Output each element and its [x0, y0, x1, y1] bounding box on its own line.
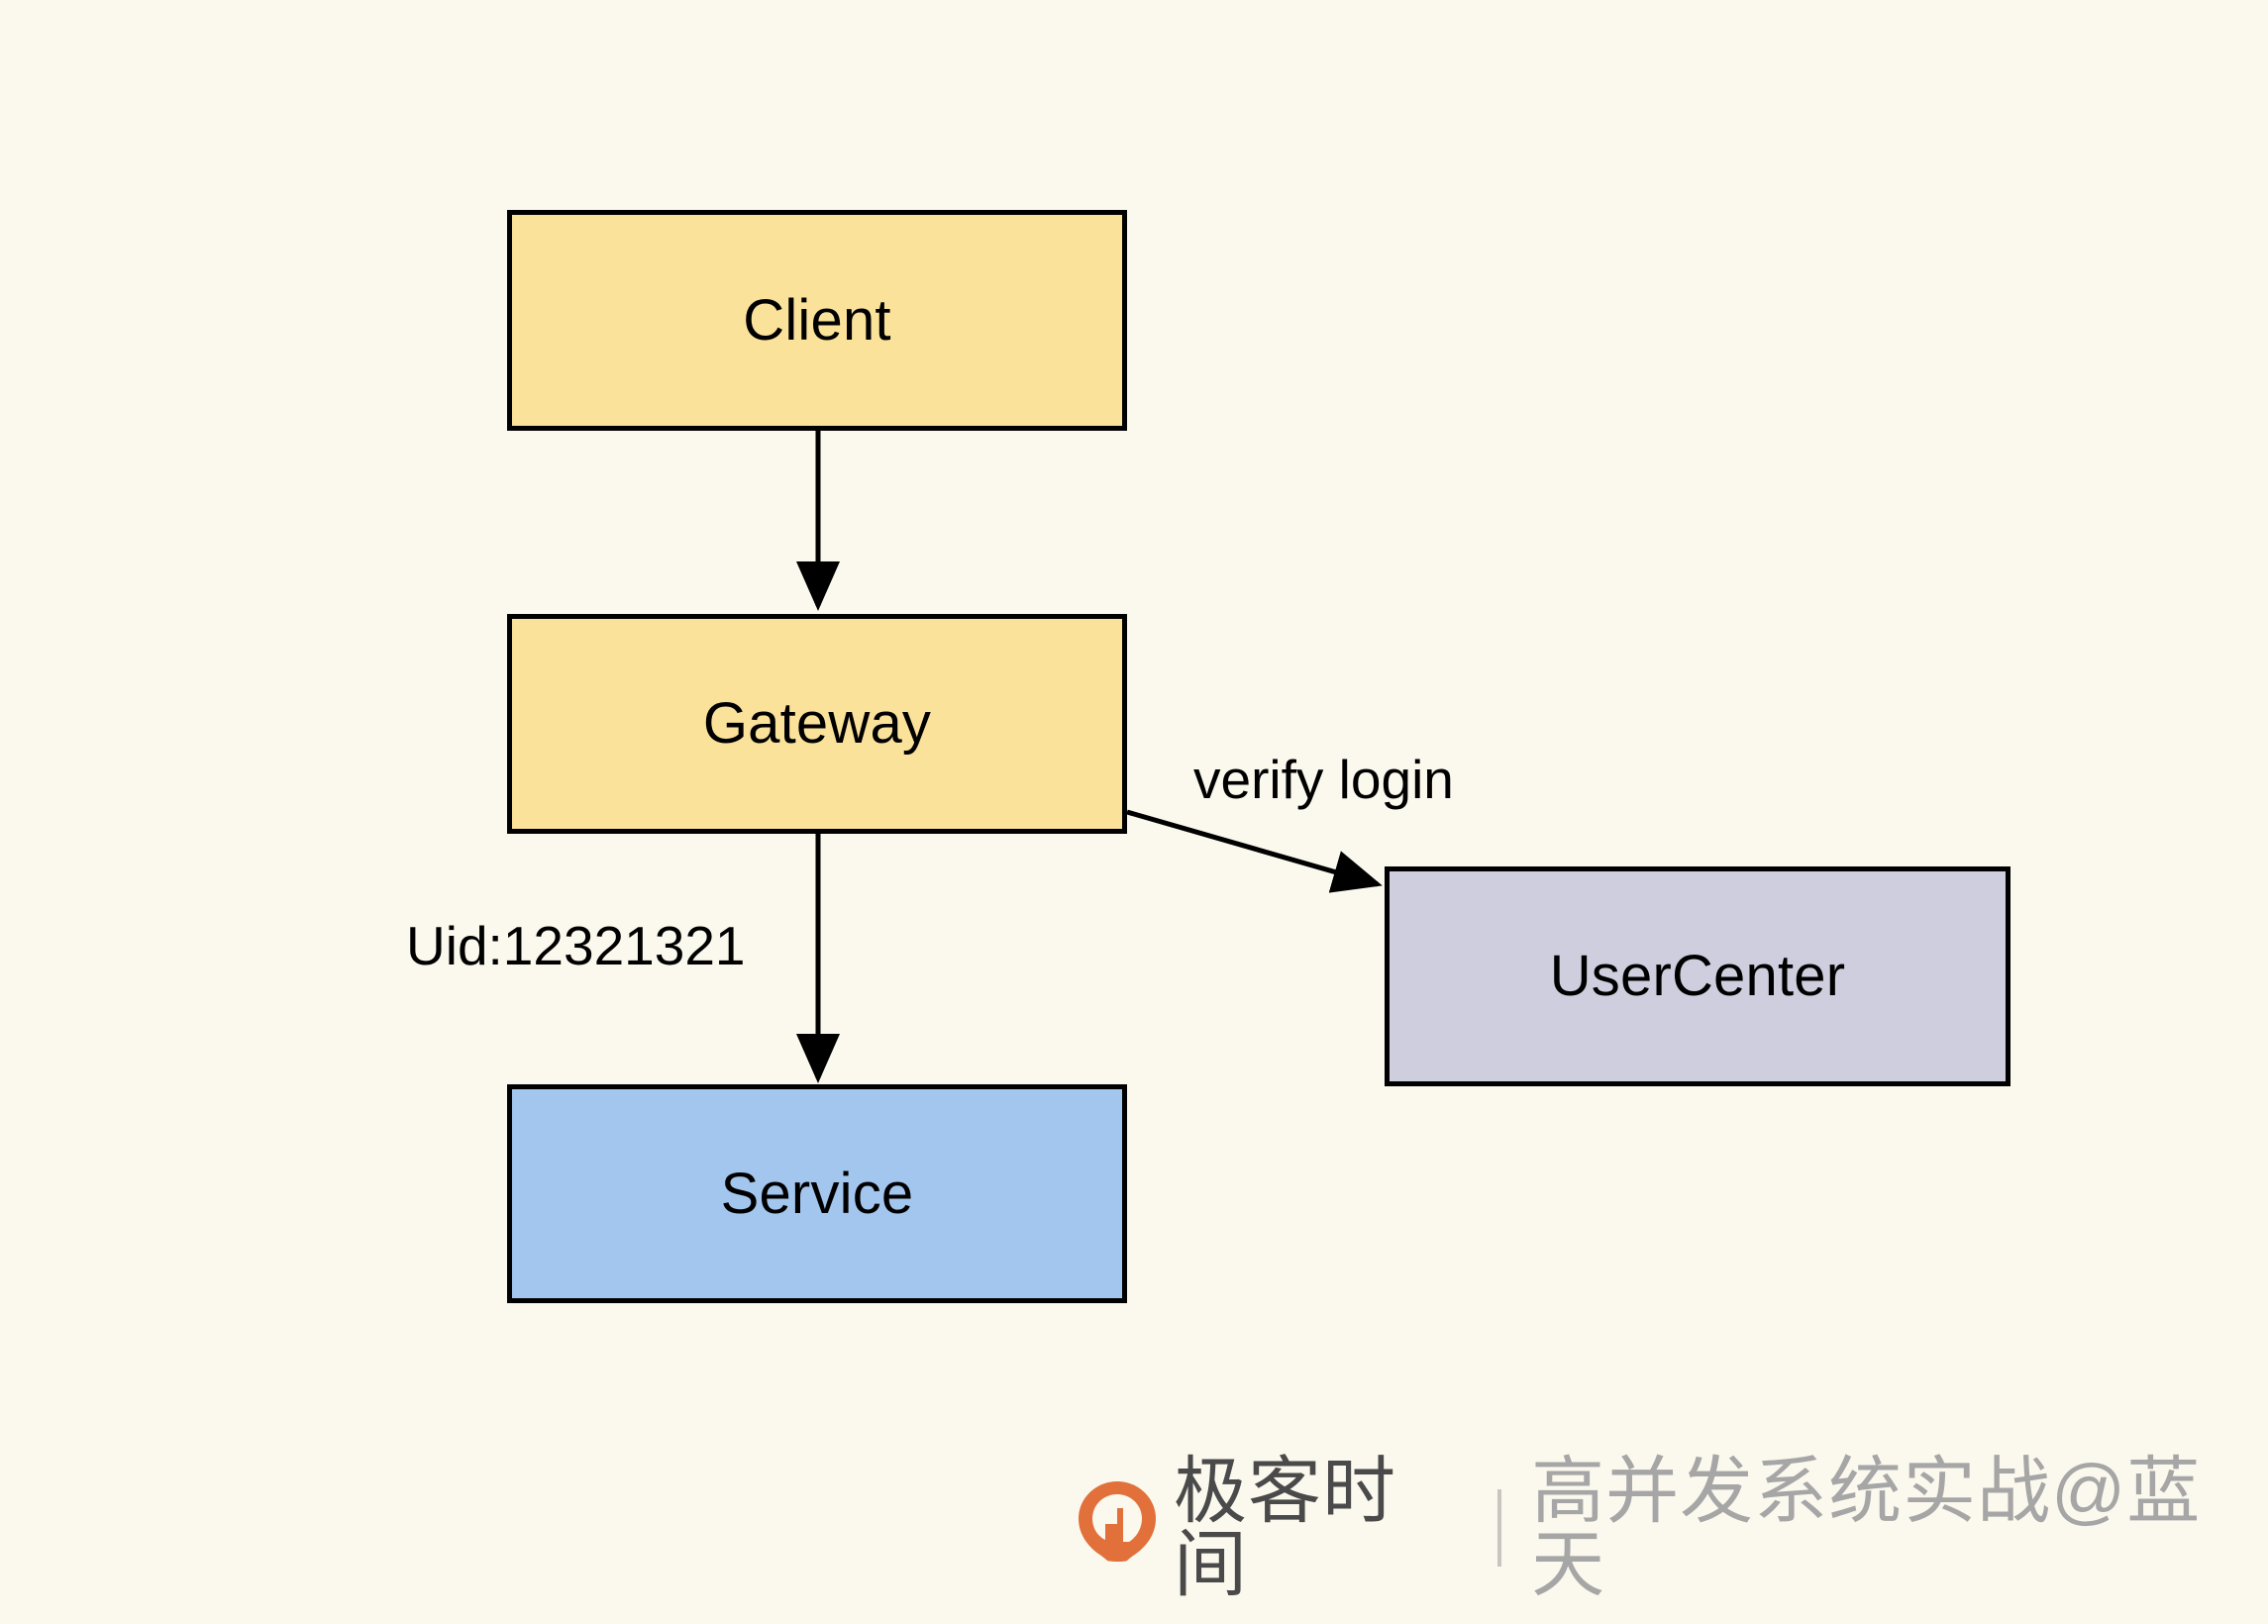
edge-gateway-to-usercenter	[1126, 809, 1383, 893]
node-service-label: Service	[720, 1161, 914, 1226]
watermark: 极客时间 高并发系统实战@蓝天	[1077, 1454, 2268, 1600]
node-gateway[interactable]: Gateway	[507, 614, 1127, 834]
node-usercenter[interactable]: UserCenter	[1385, 866, 2010, 1086]
edge-label-verify-login: verify login	[1193, 749, 1454, 810]
geekbang-pin-icon	[1079, 1480, 1156, 1575]
node-service[interactable]: Service	[507, 1084, 1127, 1303]
edge-label-uid: Uid:12321321	[406, 915, 746, 976]
watermark-divider	[1497, 1488, 1502, 1567]
watermark-brand: 极客时间	[1174, 1449, 1396, 1605]
node-client[interactable]: Client	[507, 210, 1127, 431]
watermark-subtitle: 高并发系统实战@蓝天	[1531, 1449, 2202, 1605]
node-gateway-label: Gateway	[702, 691, 932, 756]
node-client-label: Client	[743, 287, 891, 353]
node-usercenter-label: UserCenter	[1549, 944, 1846, 1008]
